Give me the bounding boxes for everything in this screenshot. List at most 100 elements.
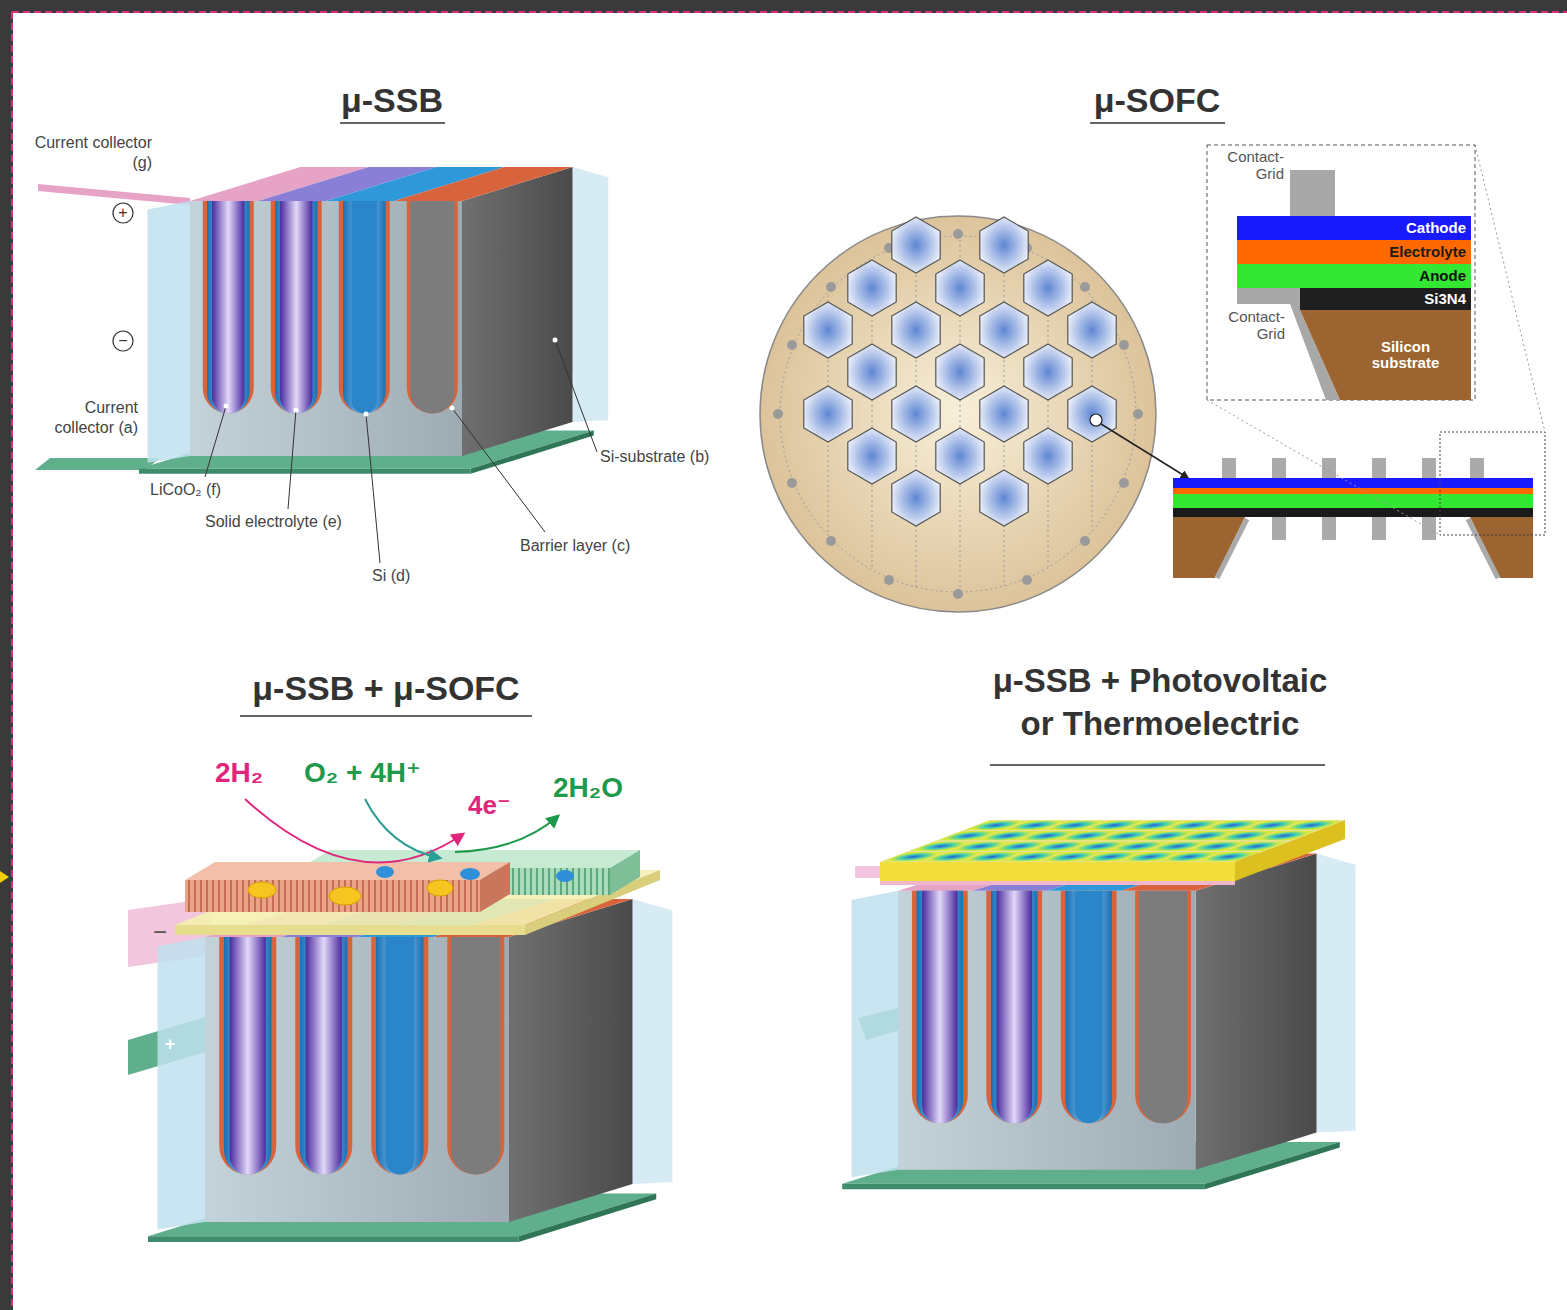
- page-ground: [13, 13, 1567, 1310]
- fuel-cell-hexagon: [892, 302, 940, 358]
- cathode-strip: [610, 850, 640, 895]
- leader-lines: [205, 340, 597, 563]
- reaction-arrow: [245, 799, 463, 862]
- contact-grid: [1222, 458, 1484, 540]
- polarity-sign: −: [113, 331, 133, 351]
- fuel-cell-hexagon: [1068, 386, 1116, 442]
- fuel-cell-hexagon: [892, 217, 940, 273]
- detail-marker: [1440, 432, 1545, 535]
- leader-line: [205, 406, 226, 477]
- part-label: Current collector (a): [28, 398, 138, 438]
- grid-pillar: [1272, 458, 1286, 478]
- harvester-front: [880, 862, 1235, 881]
- part-label: Contact-Grid: [1212, 148, 1284, 183]
- panel-title: μ-SSB: [292, 80, 492, 121]
- polarity-sign: +: [113, 203, 133, 223]
- electrolyte-band: Electrolyte: [1237, 240, 1471, 264]
- leader-dot: [294, 408, 299, 413]
- wafer: [760, 216, 1156, 612]
- wafer-guide: [780, 236, 1136, 592]
- grid-pillar: [1272, 517, 1286, 540]
- polarity-sign: −: [140, 920, 180, 944]
- panel-title: μ-SSB + μ-SOFC: [186, 668, 586, 709]
- wafer-dot: [787, 340, 797, 350]
- layer-label: Anode: [1419, 268, 1466, 285]
- leader-line: [555, 340, 597, 452]
- grid-pillar: [1222, 458, 1236, 478]
- substrate-shape: Silicon substrate: [1300, 310, 1471, 400]
- polarity-sign: +: [158, 1034, 182, 1056]
- grid-pillar: [1422, 458, 1436, 478]
- leader-line: [366, 414, 380, 563]
- anode-strip: [480, 862, 510, 912]
- fuel-cell-hexagon: [936, 260, 984, 316]
- water-drop: [556, 870, 574, 882]
- layer-label: Si3N4: [1424, 291, 1466, 308]
- hydrogen-blob: [248, 882, 276, 898]
- anode-strip: [185, 880, 480, 912]
- leader-line: [452, 408, 545, 532]
- wafer-dot: [1080, 536, 1090, 546]
- detail-frame: [1207, 145, 1475, 400]
- wafer-dot: [826, 282, 836, 292]
- grid-pillar: [1372, 517, 1386, 540]
- dashed-border: [11, 12, 13, 1310]
- wafer-dot: [1133, 409, 1143, 419]
- title-underline: [340, 122, 445, 124]
- wafer-dot: [787, 478, 797, 488]
- silicon-substrate: [1470, 517, 1533, 578]
- battery-block: [139, 167, 608, 474]
- si3n4-band: Si3N4: [1300, 288, 1471, 310]
- cathode-layer: [1173, 478, 1533, 488]
- fuel-cell-hexagon: [1024, 260, 1072, 316]
- leader-dot: [450, 406, 455, 411]
- title-underline: [990, 764, 1325, 766]
- leader-line: [288, 410, 296, 509]
- fuel-cell-hexagon: [892, 386, 940, 442]
- fuel-cell-hexagon: [1024, 428, 1072, 484]
- collector-tab: [38, 184, 190, 205]
- fuel-cell-hexagon: [804, 302, 852, 358]
- wafer-dot: [1022, 575, 1032, 585]
- dashed-border: [12, 11, 1567, 13]
- fuel-cell-hexagon: [936, 428, 984, 484]
- contact-grid: [1290, 170, 1335, 216]
- substrate-fill: [1300, 310, 1471, 400]
- wafer-dot: [953, 589, 963, 599]
- reaction-term: 2H₂: [215, 756, 263, 790]
- sofc-membrane-edge: [175, 925, 525, 935]
- anode-band: Anode: [1237, 264, 1471, 288]
- part-label: Si-substrate (b): [600, 447, 709, 466]
- layer-label: Electrolyte: [1389, 244, 1466, 261]
- water-drop: [376, 866, 394, 878]
- harvester-cells: [880, 820, 1345, 862]
- wafer-dot: [826, 536, 836, 546]
- wafer-dot: [953, 229, 963, 239]
- fuel-cell-hexagon: [1068, 302, 1116, 358]
- fuel-cell-hexagon: [1024, 344, 1072, 400]
- title-underline: [240, 715, 532, 717]
- part-label: Barrier layer (c): [520, 536, 630, 555]
- hydrogen-blob: [329, 887, 361, 905]
- wafer-dot: [773, 409, 783, 419]
- fuel-cell-hexagon: [980, 302, 1028, 358]
- fuel-cell-hexagon: [848, 260, 896, 316]
- title-underline: [1090, 122, 1225, 124]
- contact-grid: [1468, 519, 1498, 578]
- zoom-arrow: [1101, 424, 1188, 478]
- wafer-dot: [1119, 478, 1129, 488]
- wafer-grid: [828, 230, 1092, 600]
- leader-dot: [553, 338, 558, 343]
- contact-grid: [1217, 519, 1247, 578]
- wafer-dots: [773, 229, 1143, 599]
- panel-title: μ-SOFC: [1057, 80, 1257, 121]
- wafer-dot: [1080, 282, 1090, 292]
- anode-strip: [185, 862, 510, 880]
- part-label: Contact-Grid: [1213, 308, 1285, 343]
- battery-block: [148, 899, 672, 1242]
- grid-pillar: [1470, 458, 1484, 478]
- part-label: Si (d): [372, 566, 410, 585]
- grid-pillar: [1322, 517, 1336, 540]
